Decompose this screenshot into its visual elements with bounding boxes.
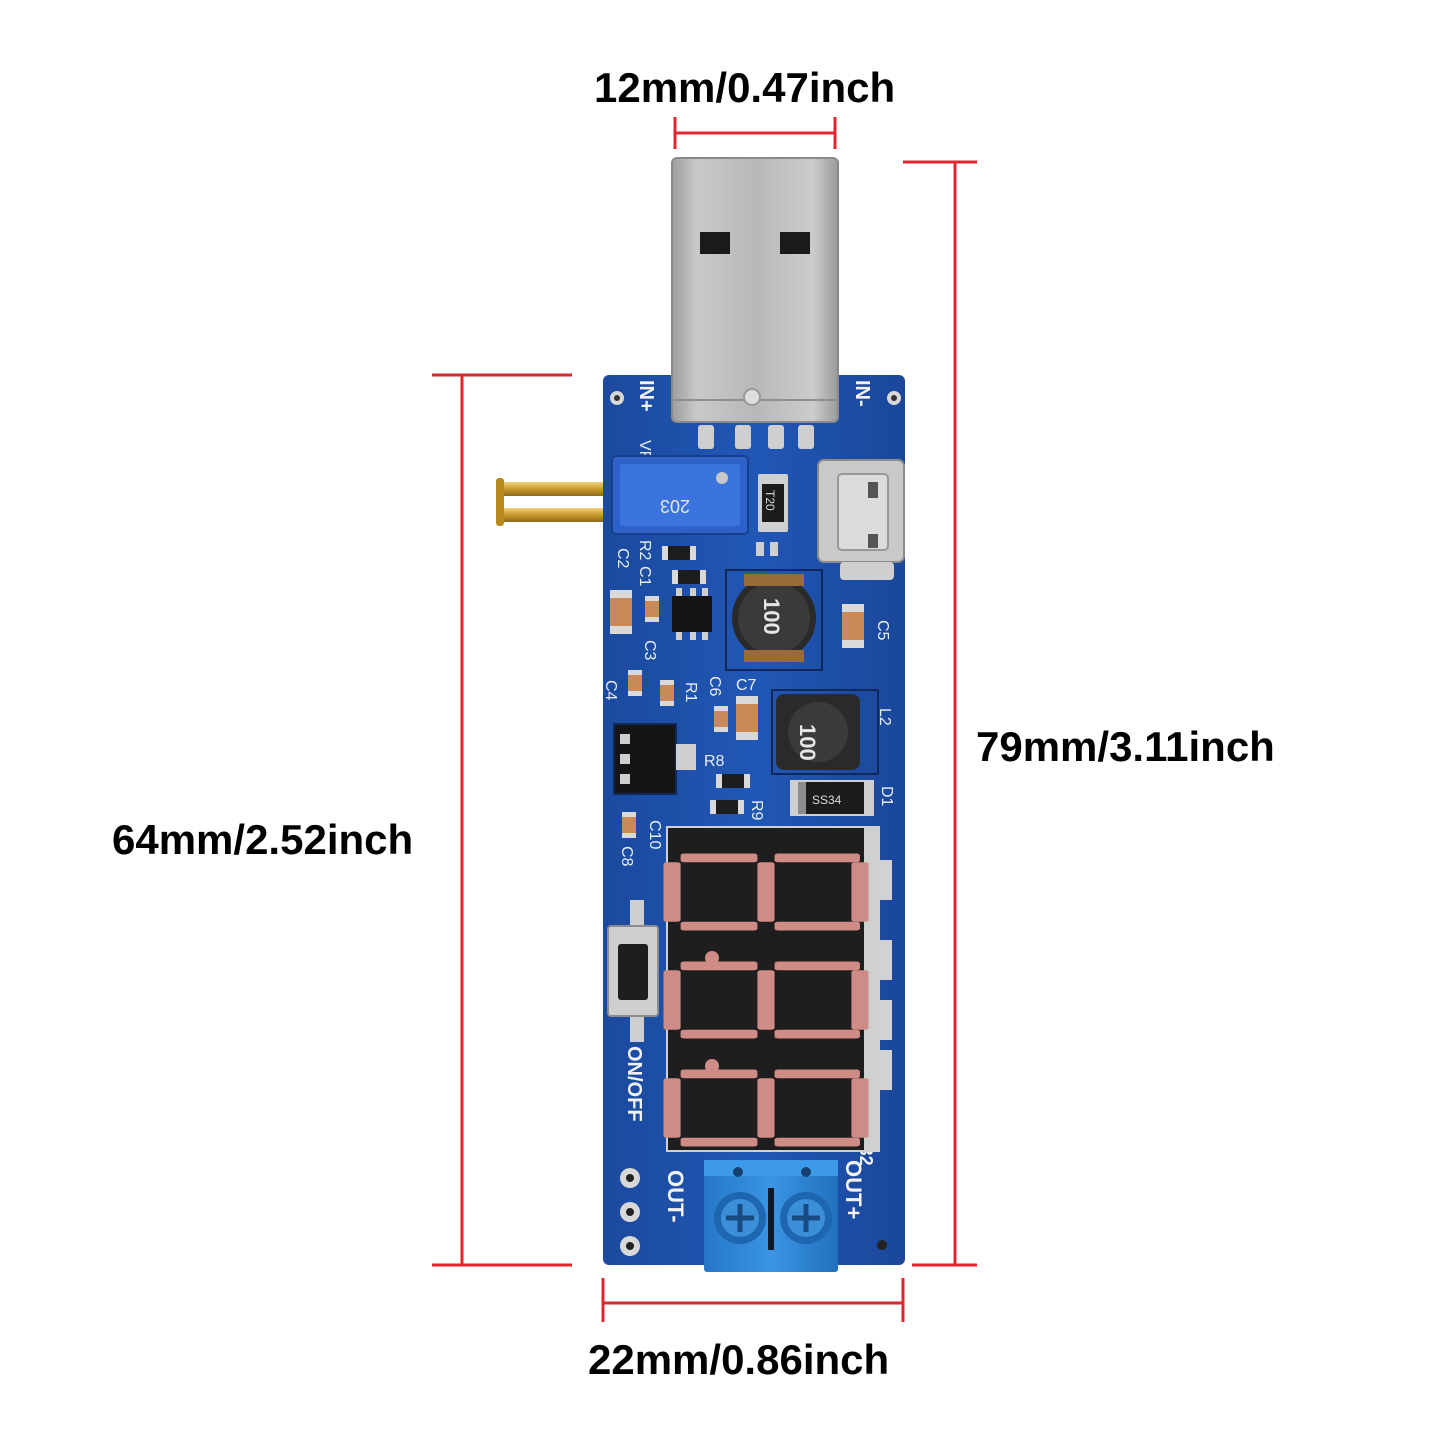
decimal-point: [705, 951, 719, 965]
ref-c8: C8: [618, 846, 635, 867]
segment: [680, 853, 758, 863]
inductor-2-value: 100: [795, 724, 820, 761]
regulator-ic: [672, 588, 712, 640]
inductor-1-value: 100: [759, 598, 784, 635]
usb-a-plug: [671, 157, 839, 423]
seven-segment-digit-icon: [663, 961, 869, 1039]
screw-terminal-icon: [780, 1192, 832, 1244]
diode-d1: SS34: [790, 780, 874, 816]
segment: [757, 970, 775, 1030]
output-pins: [620, 1168, 640, 1256]
board-length-dimension-line: [432, 373, 572, 1267]
seven-segment-digit-icon: [663, 853, 869, 931]
screw-terminal-icon: [714, 1192, 766, 1244]
ref-c1: C1: [636, 566, 653, 587]
display-digits: [663, 853, 869, 1181]
ref-c5: C5: [874, 620, 891, 641]
out-plus-label: OUT+: [841, 1160, 866, 1219]
segment: [774, 1029, 860, 1039]
svg-text:T20: T20: [763, 490, 777, 511]
segment: [774, 853, 860, 863]
segment: [774, 921, 860, 931]
ref-c7: C7: [736, 677, 757, 694]
ref-r2: R2: [636, 540, 653, 561]
segment: [757, 862, 775, 922]
segment: [680, 961, 758, 971]
diode-t20: T20: [758, 474, 788, 532]
segment: [851, 1078, 869, 1138]
segment: [851, 862, 869, 922]
potentiometer-value: 203: [660, 496, 690, 516]
segment: [774, 1137, 860, 1147]
on-off-label: ON/OFF: [623, 1046, 645, 1122]
ref-l2: L2: [876, 708, 893, 726]
segment: [680, 1137, 758, 1147]
segment: [774, 961, 860, 971]
segment: [663, 1078, 681, 1138]
top-width-dimension-line: [673, 117, 837, 149]
segment: [757, 1078, 775, 1138]
on-off-switch: [607, 900, 659, 1042]
ref-c10: C10: [646, 820, 663, 849]
voltage-regulator: [613, 723, 696, 795]
segment: [851, 970, 869, 1030]
svg-text:SS34: SS34: [812, 793, 842, 807]
inductor-1: 100: [725, 569, 823, 671]
display-side-pads: [880, 860, 892, 1090]
usb-pads: [698, 425, 814, 449]
segment: [774, 1069, 860, 1079]
out-minus-label: OUT-: [663, 1170, 688, 1223]
ref-c4: C4: [602, 680, 619, 701]
dimension-lines: [432, 117, 977, 1322]
ref-r1: R1: [682, 682, 699, 703]
total-length-dimension-line: [903, 160, 977, 1267]
board-width-dimension-line: [601, 1278, 905, 1322]
ref-r8: R8: [704, 753, 725, 770]
inductor-2: 100: [771, 689, 879, 775]
ref-r9: R9: [748, 800, 765, 821]
potentiometer: 203: [611, 455, 749, 535]
top-width-label: 12mm/0.47inch: [594, 64, 896, 111]
ref-d1: D1: [878, 786, 895, 807]
ref-c3: C3: [641, 640, 658, 661]
total-length-label: 79mm/3.11inch: [976, 723, 1275, 770]
segment: [680, 1069, 758, 1079]
ref-c2: C2: [614, 548, 631, 569]
segment: [680, 1029, 758, 1039]
segment: [680, 921, 758, 931]
screw-terminal: [704, 1160, 838, 1272]
potentiometer-shaft: [496, 478, 616, 526]
in-minus-label: IN-: [851, 380, 873, 407]
seven-segment-display: [663, 826, 880, 1181]
board-width-label: 22mm/0.86inch: [588, 1336, 890, 1383]
micro-usb-port: [817, 459, 905, 580]
board-length-label: 64mm/2.52inch: [112, 816, 414, 863]
segment: [663, 862, 681, 922]
in-plus-label: IN+: [635, 380, 657, 412]
pads-row: [756, 542, 778, 556]
ref-c6: C6: [706, 676, 723, 697]
seven-segment-digit-icon: [663, 1069, 869, 1147]
decimal-point: [705, 1059, 719, 1073]
segment: [663, 970, 681, 1030]
